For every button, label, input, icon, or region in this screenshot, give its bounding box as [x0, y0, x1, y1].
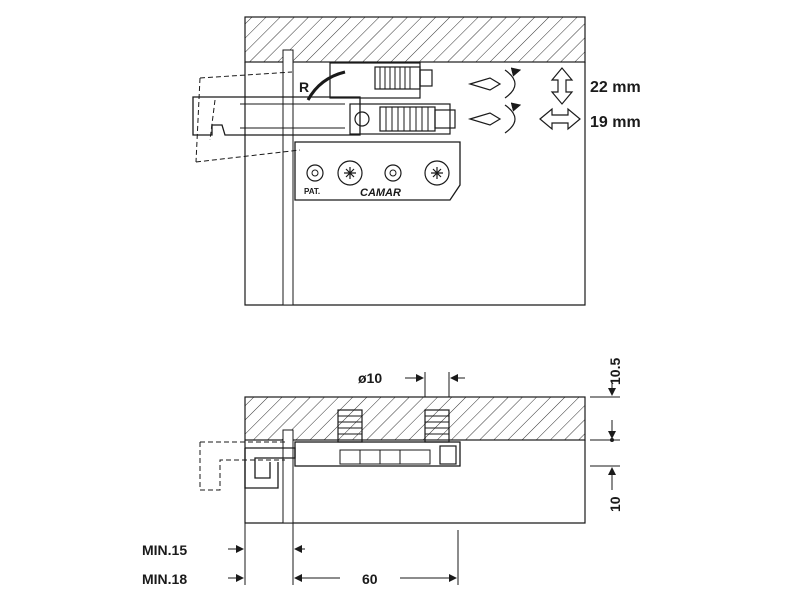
bottom-mechanism	[294, 441, 461, 467]
horizontal-adjust-label: 19 mm	[590, 114, 641, 131]
top-cabinet-panel	[244, 16, 586, 63]
plate-hole-icon	[306, 164, 324, 182]
top-hook-dashed	[195, 71, 301, 163]
bottom-cabinet-panel	[244, 396, 586, 441]
top-hook-rail	[192, 96, 361, 136]
top-wall-panel	[282, 49, 294, 306]
bottom-hook-dashed	[199, 441, 285, 491]
top-view: R	[192, 16, 641, 306]
min-18-label: MIN.18	[142, 571, 187, 587]
label-r: R	[299, 79, 309, 95]
bottom-cabinet-outline	[244, 440, 586, 524]
patent-label: PAT.	[304, 187, 320, 196]
top-mechanism	[306, 62, 451, 135]
plate-screw-icon	[337, 160, 363, 186]
hole-diameter-label: ø10	[358, 370, 382, 386]
vertical-adjust-screw	[374, 66, 433, 90]
bottom-wall-panel	[282, 429, 294, 524]
horizontal-adjust-screw	[354, 106, 456, 132]
bottom-view: ø10 10.5 10 MIN.15 MIN.18 60	[142, 358, 623, 587]
top-cabinet-outline	[244, 62, 586, 306]
vertical-adjust-label: 22 mm	[590, 79, 641, 96]
brand-label: CAMAR	[360, 187, 401, 199]
screwdriver-icon	[467, 67, 522, 99]
depth-label: 60	[362, 571, 378, 587]
plate-hole-icon	[384, 164, 402, 182]
horizontal-double-arrow-icon	[539, 107, 581, 131]
mounting-plate: PAT. CAMAR	[294, 141, 461, 201]
height-lower-label: 10	[607, 496, 623, 512]
height-total-label: 10.5	[607, 358, 623, 385]
plate-screw-icon	[424, 160, 450, 186]
vertical-double-arrow-icon	[550, 67, 574, 105]
screwdriver-icon	[467, 102, 522, 134]
min-15-label: MIN.15	[142, 542, 187, 558]
